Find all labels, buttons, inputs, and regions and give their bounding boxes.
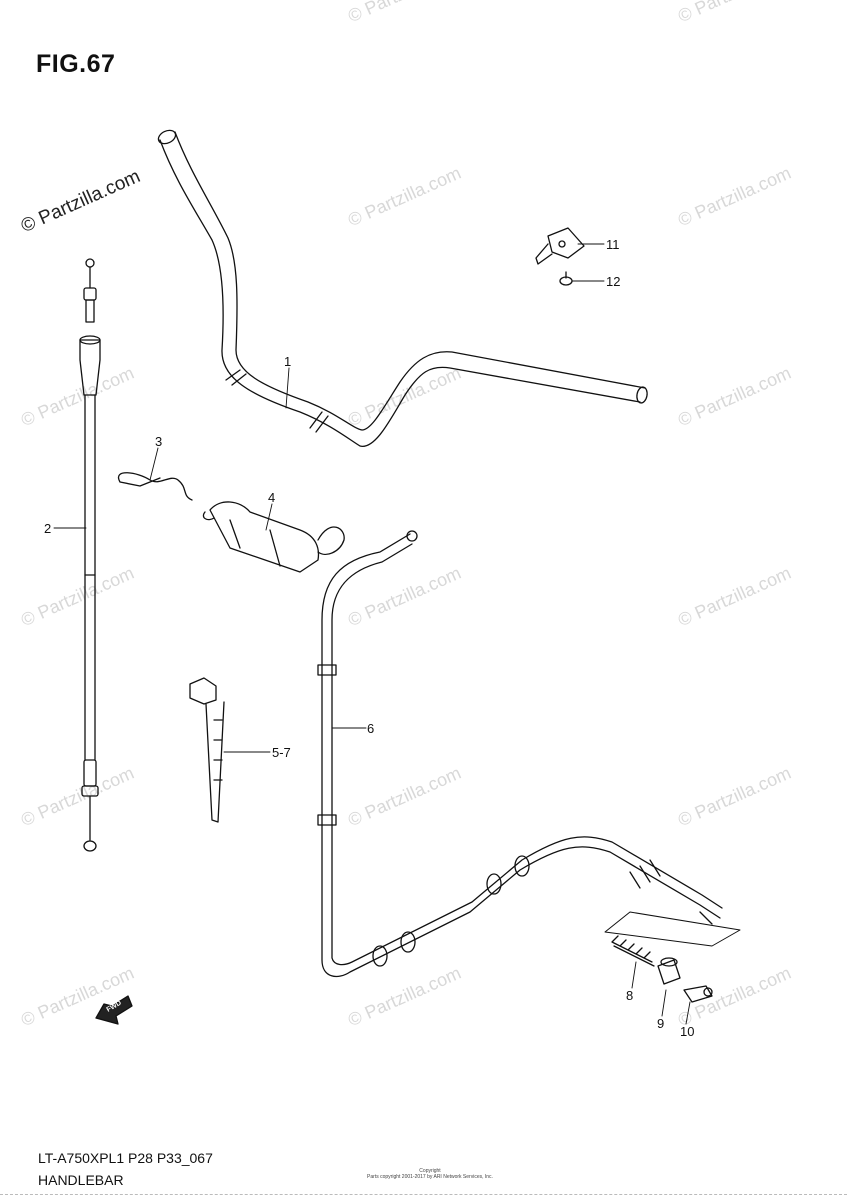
bottom-rule [0,1194,847,1195]
copyright-line-2: Parts copyright 2001-2017 by ARI Network… [367,1174,493,1180]
copyright-line-1: Copyright [419,1168,441,1174]
figure-title: FIG.67 [36,50,116,78]
callout-1: 1 [284,354,291,369]
callout-6: 6 [367,721,374,736]
fwd-arrow-icon [95,995,133,1025]
callout-3: 3 [155,434,162,449]
callout-5-7: 5-7 [272,745,291,760]
lever-bracket [535,227,585,265]
cable-tie [189,677,225,823]
callout-2: 2 [44,521,51,536]
copyright-notice: Copyright Parts copyright 2001-2017 by A… [360,1168,500,1180]
model-code: LT-A750XPL1 P28 P33_067 [38,1150,213,1166]
cable-end [657,957,681,985]
cable-holder [202,501,345,573]
callout-12: 12 [606,274,620,289]
screw [559,271,573,286]
callout-9: 9 [657,1016,664,1031]
wire-clip [117,472,193,501]
callouts: 1 2 3 4 5-7 6 8 9 10 11 12 FWD [44,237,694,1039]
throttle-cable [79,258,101,852]
callout-8: 8 [626,988,633,1003]
callout-10: 10 [680,1024,694,1039]
leader-lines [53,243,691,1025]
section-name: HANDLEBAR [38,1172,124,1188]
cable-joint [683,985,713,1003]
callout-11: 11 [606,237,620,252]
callout-4: 4 [268,490,275,505]
brake-cable [317,530,723,978]
handlebar [157,129,648,447]
spring [604,911,741,967]
